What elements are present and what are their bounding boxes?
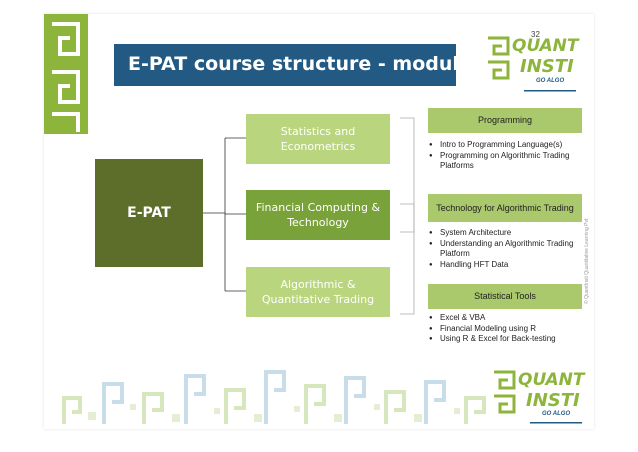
root-node: E-PAT bbox=[95, 159, 203, 267]
branch-label: Algorithmic & Quantitative Trading bbox=[261, 278, 375, 306]
branch-node: Algorithmic & Quantitative Trading bbox=[246, 267, 390, 317]
page-number: 32 bbox=[531, 30, 540, 39]
branch-node: Statistics and Econometrics bbox=[246, 114, 390, 164]
topic-header: Programming bbox=[428, 108, 582, 133]
bullet-item: System Architecture bbox=[429, 228, 589, 239]
decorative-footer-pattern bbox=[44, 354, 594, 429]
topic-bullet-list: Intro to Programming Language(s) Program… bbox=[429, 140, 589, 172]
bullet-item: Understanding an Algorithmic Trading Pla… bbox=[429, 239, 589, 260]
logo-tagline: GO ALGO bbox=[536, 78, 565, 84]
logo-tagline: GO ALGO bbox=[542, 411, 571, 417]
bullet-item: Using R & Excel for Back-testing bbox=[429, 334, 589, 345]
branch-node: Financial Computing & Technology bbox=[246, 190, 390, 240]
slide: E-PAT course structure - module II 32 QU… bbox=[44, 14, 594, 429]
decorative-left-bar bbox=[44, 14, 88, 134]
copyright-note: © QuantInsti Quantitative Learning Pvt bbox=[584, 218, 590, 304]
topic-header: Technology for Algorithmic Trading bbox=[428, 194, 582, 222]
connector-lines bbox=[203, 117, 415, 315]
topic-header-label: Programming bbox=[477, 115, 533, 125]
branch-label: Financial Computing & Technology bbox=[255, 201, 381, 229]
topic-header: Statistical Tools bbox=[428, 284, 582, 309]
logo-line-2: INSTI bbox=[520, 56, 574, 77]
branch-label: Statistics and Econometrics bbox=[280, 125, 356, 153]
bullet-item: Handling HFT Data bbox=[429, 260, 589, 271]
topic-bullet-list: System Architecture Understanding an Alg… bbox=[429, 228, 589, 270]
quantinsti-logo-footer: QUANT INSTI GO ALGO bbox=[490, 366, 590, 428]
quantinsti-logo: QUANT INSTI GO ALGO bbox=[484, 32, 584, 94]
root-label: E-PAT bbox=[127, 205, 171, 221]
slide-title: E-PAT course structure - module II bbox=[128, 53, 493, 75]
bullet-item: Programming on Algorithmic Trading Platf… bbox=[429, 151, 589, 172]
bullet-item: Excel & VBA bbox=[429, 313, 589, 324]
bullet-item: Intro to Programming Language(s) bbox=[429, 140, 589, 151]
topic-header-label: Technology for Algorithmic Trading bbox=[436, 202, 574, 213]
title-bar: E-PAT course structure - module II bbox=[114, 44, 493, 86]
logo-line-2: INSTI bbox=[526, 390, 580, 411]
bullet-item: Financial Modeling using R bbox=[429, 324, 589, 335]
logo-line-1: QUANT bbox=[512, 36, 579, 56]
logo-line-1: QUANT bbox=[518, 370, 585, 390]
topic-bullet-list: Excel & VBA Financial Modeling using R U… bbox=[429, 313, 589, 345]
topic-header-label: Statistical Tools bbox=[474, 291, 536, 301]
